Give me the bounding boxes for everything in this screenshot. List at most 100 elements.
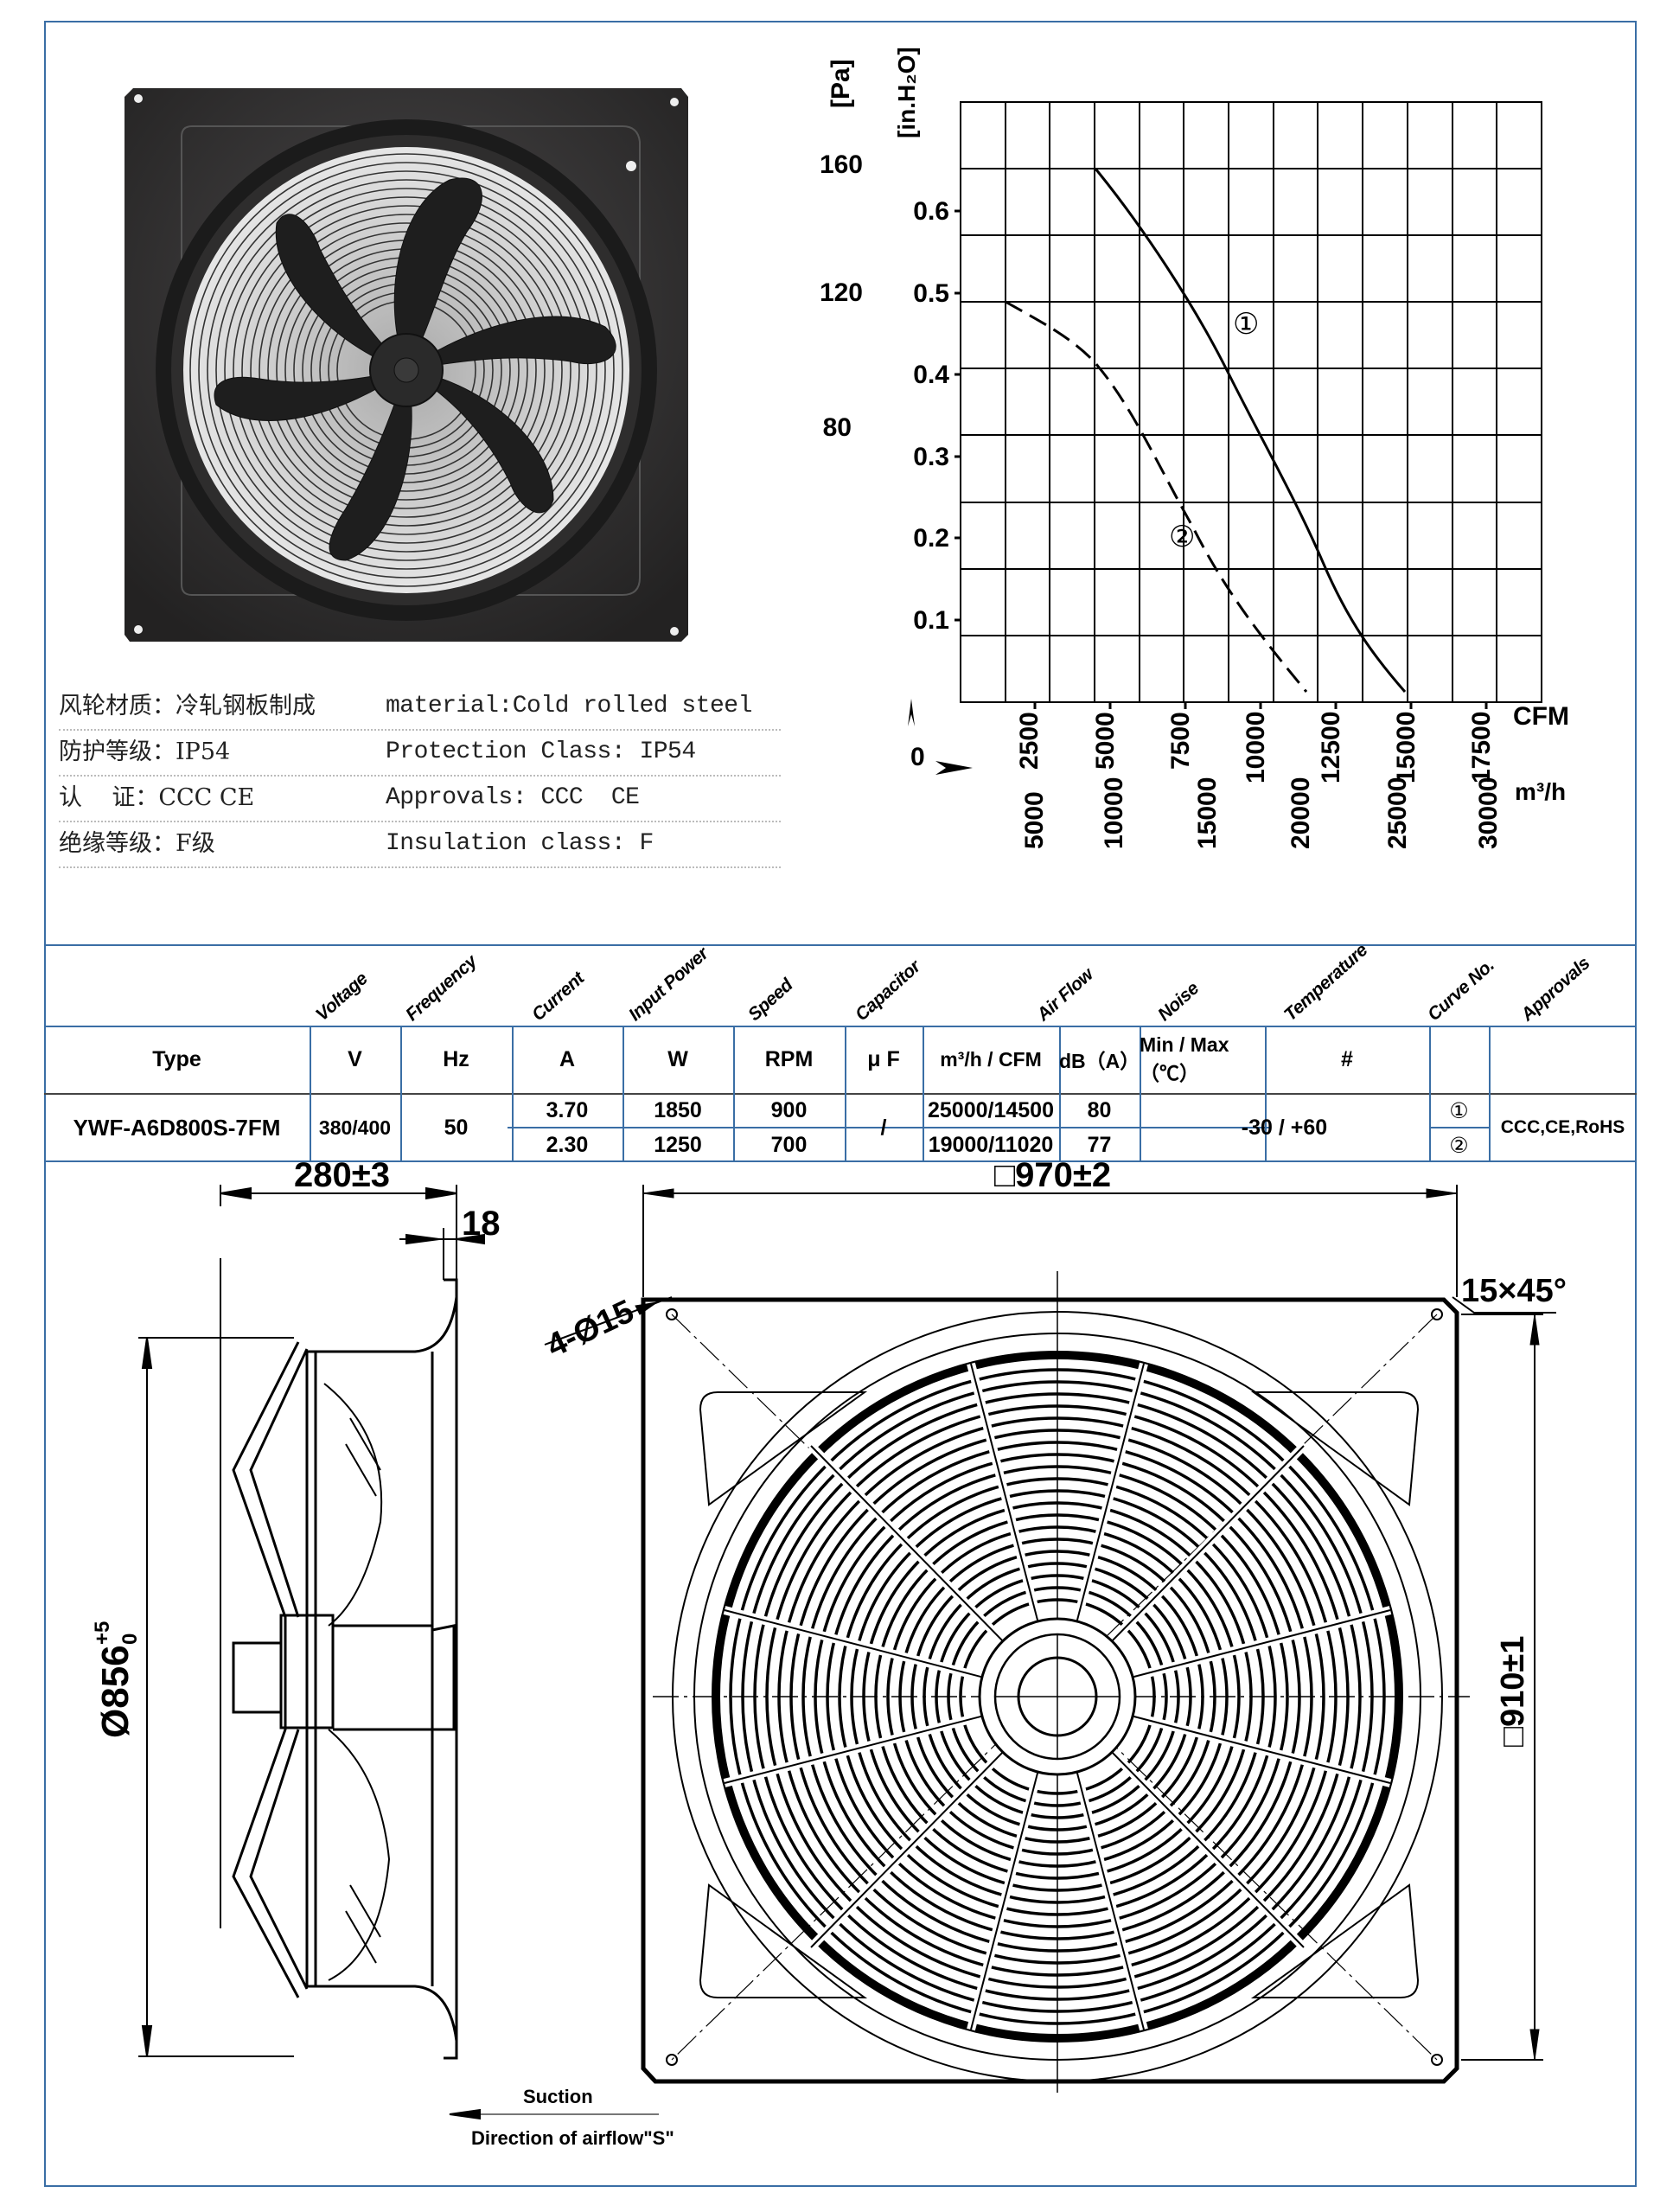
y-tick-0.2: 0.2 (913, 524, 949, 553)
spec-protection-en: Protection Class: IP54 (386, 738, 696, 765)
table-col (512, 1026, 514, 1162)
table-col (1140, 1026, 1141, 1162)
cfm-tick: 10000 (1242, 712, 1270, 783)
unit-v: V (348, 1046, 362, 1071)
origin-label: 0 (910, 743, 925, 771)
cell-power-2: 1250 (654, 1132, 702, 1157)
m3h-tick: 10000 (1100, 777, 1128, 849)
cell-type: YWF-A6D800S-7FM (73, 1114, 281, 1141)
spec-insulation-cn: 绝缘等级：F级 (59, 830, 215, 857)
dim-depth: 280±3 (294, 1156, 390, 1194)
unit-airflow: m³/h / CFM (940, 1047, 1042, 1071)
cfm-tick: 12500 (1317, 712, 1345, 783)
unit-curve: # (1341, 1046, 1353, 1071)
y-tick-0.3: 0.3 (913, 443, 949, 471)
spec-insulation: 绝缘等级：F级 Insulation class: F (59, 821, 781, 868)
spec-approvals: 认 证：CCC CE Approvals: CCC CE (59, 775, 781, 822)
table-rule (1429, 1127, 1489, 1128)
cell-current-2: 2.30 (546, 1132, 589, 1157)
cell-curve-2: ② (1449, 1132, 1469, 1158)
curve-2-dashed (1005, 300, 1308, 693)
cell-power-1: 1850 (654, 1097, 702, 1122)
table-col (845, 1026, 846, 1162)
pa-tick-160: 160 (820, 150, 863, 179)
spec-material: 风轮材质：冷轧钢板制成 material:Cold rolled steel (59, 683, 781, 731)
spec-table: Voltage Frequency Current Input Power Sp… (44, 940, 1637, 1162)
spec-material-cn: 风轮材质：冷轧钢板制成 (59, 693, 316, 719)
cfm-axis-label: CFM (1513, 702, 1569, 731)
dim-chamfer: 15×45° (1461, 1273, 1567, 1309)
table-rule (44, 1093, 1637, 1095)
cell-noise-2: 77 (1087, 1132, 1112, 1157)
fan-product-photo (124, 88, 688, 642)
pa-tick-120: 120 (820, 278, 863, 307)
curve-1-solid (1094, 168, 1407, 693)
y-tick-0.6: 0.6 (913, 197, 949, 226)
spec-protection-cn: 防护等级：IP54 (59, 738, 231, 765)
m3h-tick: 5000 (1020, 791, 1049, 849)
dim-bolt-square: □910±1 (1495, 1636, 1531, 1747)
cfm-tick: 7500 (1166, 712, 1195, 770)
dim-diameter: Ø856 (94, 1645, 137, 1738)
y-tick-0.4: 0.4 (913, 361, 949, 389)
inh2o-unit-label: [in.H₂O] (893, 47, 920, 138)
divider-bottom-table (44, 1160, 1637, 1162)
table-col (400, 1026, 402, 1162)
unit-a: A (559, 1046, 576, 1071)
unit-temperature: Min / Max（℃） (1140, 1032, 1229, 1084)
dim-width: □970±2 (994, 1156, 1111, 1194)
dim-flange: 18 (462, 1205, 501, 1243)
cell-capacitor: / (880, 1115, 887, 1140)
m3h-tick: 30000 (1474, 777, 1503, 849)
table-col (733, 1026, 735, 1162)
cell-approvals: CCC,CE,RoHS (1500, 1117, 1625, 1137)
spec-protection: 防护等级：IP54 Protection Class: IP54 (59, 729, 781, 777)
m3h-axis-label: m³/h (1515, 778, 1566, 805)
page-frame (44, 21, 1637, 2187)
table-rule (801, 1127, 1270, 1128)
table-rule (508, 1127, 845, 1128)
unit-uf: μ F (867, 1046, 900, 1071)
m3h-tick: 25000 (1383, 777, 1412, 849)
cell-curve-1: ① (1449, 1097, 1469, 1123)
table-col (923, 1026, 924, 1162)
unit-noise: dB（A） (1059, 1050, 1140, 1072)
y-tick-0.1: 0.1 (913, 606, 949, 635)
y-axis-arrow-icon (908, 699, 915, 726)
cell-airflow-1: 25000/14500 (928, 1097, 1054, 1122)
cell-voltage: 380/400 (318, 1116, 392, 1139)
chart-grid (960, 101, 1542, 703)
spec-material-en: material:Cold rolled steel (386, 693, 752, 719)
curve-1-label: ① (1233, 307, 1259, 342)
cfm-tick: 2500 (1015, 712, 1044, 770)
dim-diameter-tol-lower: 0 (118, 1633, 142, 1645)
spec-approvals-cn: 认 证：CCC CE (59, 784, 255, 811)
cfm-tick: 5000 (1091, 712, 1120, 770)
table-col (1489, 1026, 1491, 1162)
curve-2-label: ② (1169, 520, 1195, 554)
table-col (1429, 1026, 1431, 1162)
pa-unit-label: [Pa] (827, 59, 855, 108)
unit-rpm: RPM (764, 1046, 814, 1071)
dim-holes: 4-Ø15 (541, 1293, 639, 1365)
table-col (1059, 1026, 1061, 1162)
cfm-tick: 15000 (1392, 712, 1421, 783)
x-axis-arrow-icon (935, 761, 973, 775)
table-col (1265, 1026, 1267, 1162)
cell-speed-2: 700 (770, 1132, 808, 1157)
cell-temperature: -30 / +60 (1241, 1115, 1328, 1140)
cell-airflow-2: 19000/11020 (928, 1132, 1054, 1157)
unit-type: Type (152, 1046, 201, 1071)
divider-top-table (44, 944, 1637, 946)
spec-approvals-en: Approvals: CCC CE (386, 784, 640, 811)
airflow-direction-label: Direction of airflow"S" (471, 2127, 674, 2149)
m3h-tick: 15000 (1193, 777, 1222, 849)
unit-hz: Hz (443, 1046, 469, 1071)
spec-insulation-en: Insulation class: F (386, 830, 654, 857)
suction-label: Suction (523, 2086, 593, 2107)
cell-current-1: 3.70 (546, 1097, 589, 1122)
m3h-tick: 20000 (1286, 777, 1315, 849)
table-col (622, 1026, 624, 1162)
table-rule (44, 1026, 1637, 1027)
